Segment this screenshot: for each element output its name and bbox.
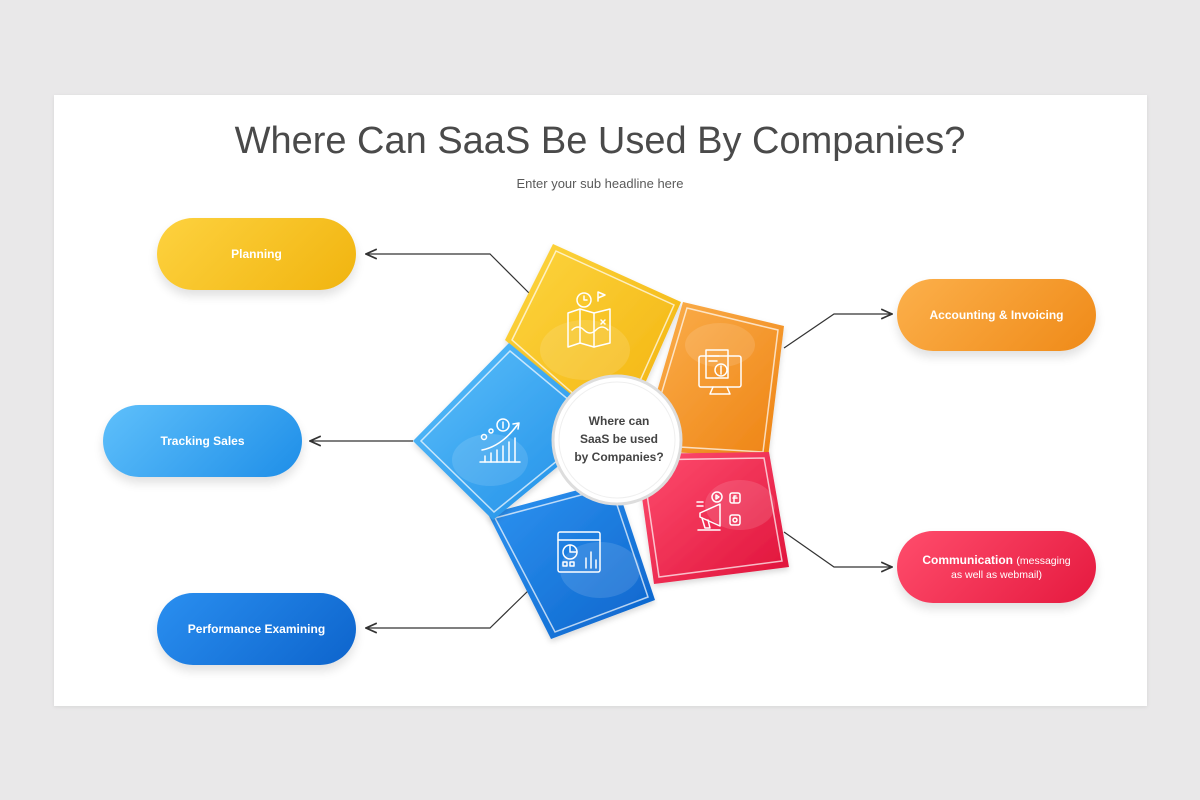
center-label-line-1: Where can	[588, 414, 650, 428]
page-subtitle: Enter your sub headline here	[516, 176, 684, 191]
page-title: Where Can SaaS Be Used By Companies?	[234, 120, 966, 162]
invoice-monitor-icon	[698, 349, 742, 395]
analytics-dashboard-icon	[557, 531, 601, 573]
planning-label: Planning	[231, 247, 282, 261]
center-label-line-3: by Companies?	[574, 450, 664, 464]
center-label: Where can SaaS be used by Companies?	[560, 412, 678, 466]
connector-planning	[366, 254, 531, 295]
tracking-sales-label: Tracking Sales	[160, 434, 245, 448]
accounting-invoicing-label: Accounting & Invoicing	[929, 308, 1064, 322]
center-label-line-2: SaaS be used	[579, 432, 659, 446]
connector-accounting	[783, 314, 892, 349]
connector-communication	[783, 531, 892, 567]
planning-map-icon	[567, 291, 611, 348]
tracking-sales-pill: Tracking Sales	[103, 405, 302, 477]
connector-performance	[366, 588, 531, 628]
sales-growth-chart-icon	[479, 418, 521, 463]
communication-label: Communication	[922, 552, 1014, 567]
center-circle	[551, 374, 683, 506]
accounting-invoicing-pill: Accounting & Invoicing	[897, 279, 1096, 351]
communication-pill: Communication (messaging as well as webm…	[897, 531, 1096, 603]
planning-pill: Planning	[157, 218, 356, 290]
communication-line-1: Communication (messaging	[922, 553, 1070, 568]
megaphone-social-icon	[696, 491, 741, 531]
performance-examining-label: Performance Examining	[187, 622, 326, 636]
petal-communication	[636, 452, 789, 584]
communication-detail-1: (messaging	[1016, 554, 1071, 567]
communication-detail-2: as well as webmail)	[950, 568, 1043, 581]
performance-examining-pill: Performance Examining	[157, 593, 356, 665]
